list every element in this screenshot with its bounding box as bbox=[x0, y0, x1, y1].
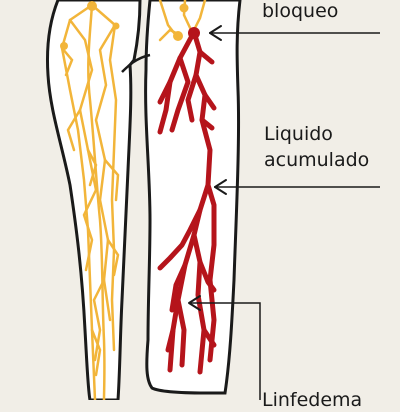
fluid-vessels bbox=[157, 29, 217, 375]
fluid-label-line2: acumulado bbox=[264, 149, 370, 171]
lymph-nodes-left bbox=[60, 1, 120, 50]
lymphedema-diagram bbox=[46, 0, 380, 400]
callout-arrowheads bbox=[188, 25, 227, 311]
blockage-point bbox=[188, 27, 200, 39]
callout-lines bbox=[190, 32, 380, 400]
lymph-vessels-left-leg bbox=[60, 3, 120, 400]
crotch-outline bbox=[121, 53, 151, 73]
blockage-arrow-icon bbox=[209, 25, 222, 41]
blockage-label: bloqueo bbox=[262, 0, 339, 22]
lymphedema-arrow-icon bbox=[188, 295, 201, 311]
left-leg-outline bbox=[46, 0, 142, 400]
lymph-nodes-right bbox=[173, 3, 189, 41]
lymphedema-callout-line bbox=[190, 302, 261, 400]
fluid-arrow-icon bbox=[214, 179, 227, 195]
lymphedema-label: Linfedema bbox=[262, 389, 363, 411]
right-leg-outline bbox=[144, 0, 242, 395]
fluid-label-line1: Liquido bbox=[264, 123, 333, 145]
